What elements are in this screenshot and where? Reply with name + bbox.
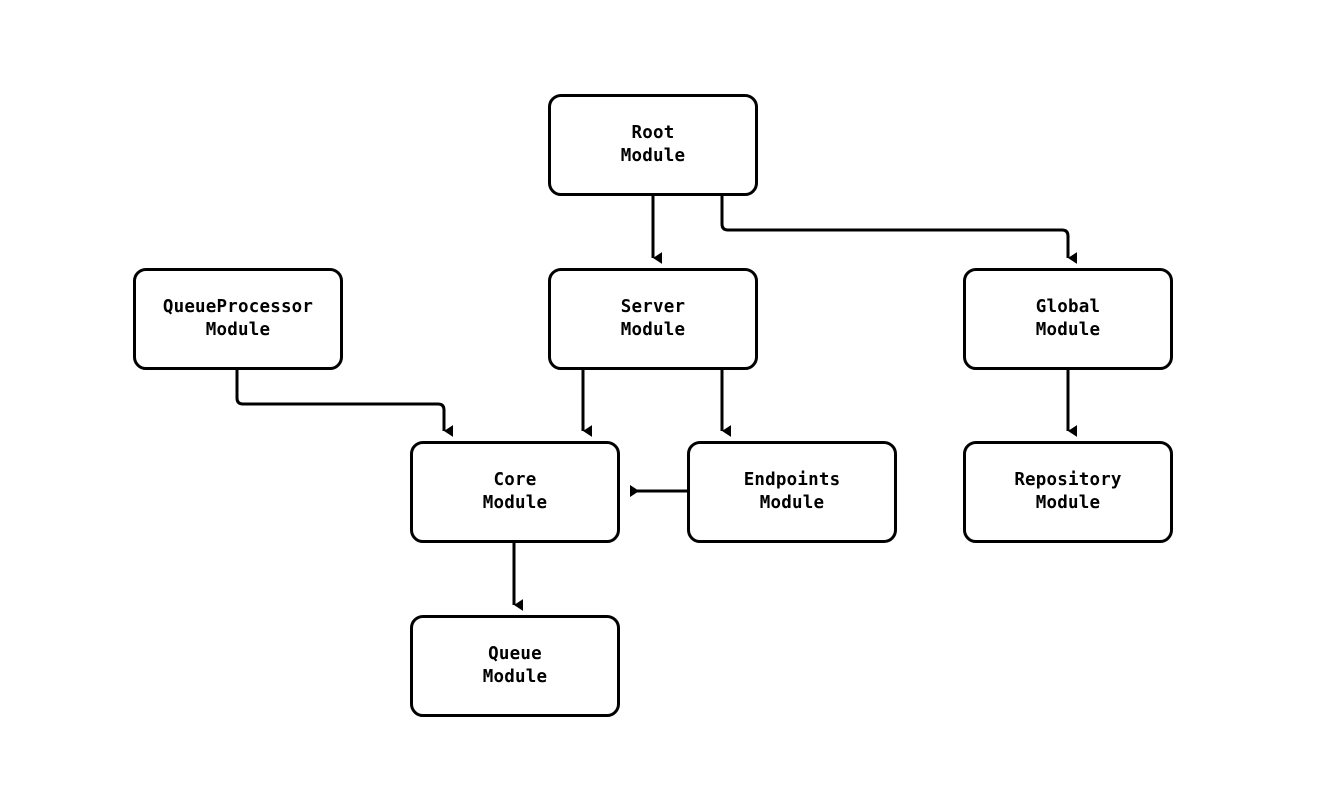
node-queueprocessor-module[interactable]: QueueProcessor Module: [133, 268, 343, 370]
node-global-module[interactable]: Global Module: [963, 268, 1173, 370]
node-server-module-line2: Module: [620, 320, 686, 340]
node-queueprocessor-module-line2: Module: [205, 320, 271, 340]
node-root-module-line1: Root: [631, 123, 675, 143]
node-core-module-line2: Module: [482, 493, 548, 513]
node-endpoints-module-line2: Module: [759, 493, 825, 513]
node-queue-module-line1: Queue: [488, 644, 542, 664]
node-repository-module-line1: Repository: [1014, 470, 1122, 490]
node-repository-module-line2: Module: [1035, 493, 1101, 513]
node-global-module-line2: Module: [1035, 320, 1101, 340]
node-server-module[interactable]: Server Module: [548, 268, 758, 370]
node-endpoints-module-line1: Endpoints: [743, 470, 841, 490]
node-queueprocessor-module-line1: QueueProcessor: [162, 297, 314, 317]
node-core-module-line1: Core: [493, 470, 537, 490]
edge-queueprocessor-to-core: [235, 370, 454, 437]
node-core-module[interactable]: Core Module: [410, 441, 620, 543]
node-endpoints-module[interactable]: Endpoints Module: [687, 441, 897, 543]
node-root-module-line2: Module: [620, 146, 686, 166]
node-repository-module[interactable]: Repository Module: [963, 441, 1173, 543]
node-root-module[interactable]: Root Module: [548, 94, 758, 196]
node-server-module-line1: Server: [620, 297, 686, 317]
node-queue-module[interactable]: Queue Module: [410, 615, 620, 717]
edge-root-to-global: [720, 196, 1078, 264]
node-queue-module-line2: Module: [482, 667, 548, 687]
node-global-module-line1: Global: [1035, 297, 1101, 317]
